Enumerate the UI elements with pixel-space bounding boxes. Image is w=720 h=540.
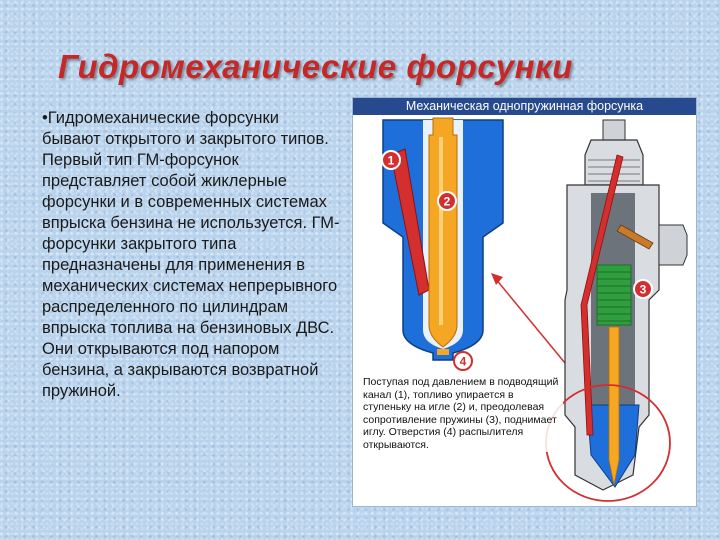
label-1-marker: 1 <box>381 150 401 170</box>
spring <box>596 264 632 326</box>
label-4: 4 <box>460 355 467 369</box>
label-3-marker: 3 <box>633 279 653 299</box>
injector-diagram: 1 2 4 <box>381 117 688 502</box>
injector-figure: Механическая однопружинная форсунка 1 2 <box>352 97 697 507</box>
label-3: 3 <box>640 283 647 297</box>
label-2: 2 <box>444 195 451 209</box>
spray-holes <box>437 349 449 355</box>
figure-header: Механическая однопружинная форсунка <box>353 98 696 115</box>
label-2-marker: 2 <box>437 191 457 211</box>
label-1: 1 <box>388 154 395 168</box>
figure-caption: Поступая под давлением в подводящий кана… <box>363 376 563 452</box>
needle-shine <box>439 137 443 325</box>
full-injector <box>545 119 688 502</box>
slide-title: Гидромеханические форсунки <box>58 48 573 85</box>
zoom-arrow <box>491 273 566 364</box>
label-4-marker: 4 <box>453 351 473 371</box>
slide-body-text: •Гидромеханические форсунки бывают откры… <box>42 109 340 400</box>
nozzle-section <box>382 117 504 361</box>
